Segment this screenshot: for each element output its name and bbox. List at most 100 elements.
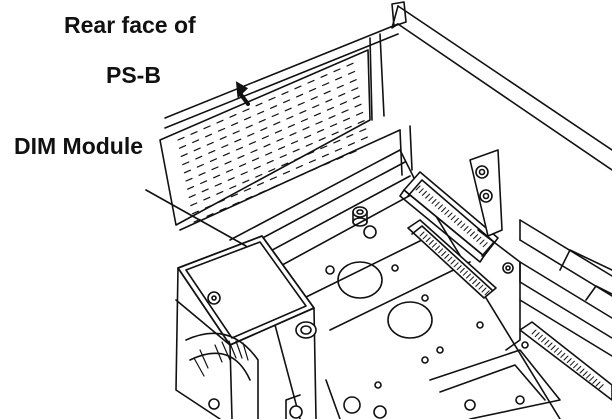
vent-slot	[326, 106, 334, 111]
vent-panel	[159, 49, 371, 226]
vent-slot	[180, 153, 188, 157]
vent-slot	[183, 169, 191, 174]
vent-slot	[274, 129, 282, 134]
vent-slot	[296, 93, 304, 98]
vent-slot	[239, 163, 247, 167]
connector-pin	[585, 373, 591, 379]
vent-slot	[360, 136, 368, 141]
mounting-bracket	[469, 149, 521, 351]
vent-slot	[237, 155, 245, 159]
connector-pin	[553, 347, 559, 353]
vent-slot	[240, 171, 248, 176]
vent-slot	[292, 148, 300, 153]
vent-slot	[320, 145, 328, 150]
card-slots	[502, 219, 612, 357]
vent-slot	[349, 150, 357, 155]
connector-pin	[476, 236, 482, 242]
vent-slot	[318, 137, 326, 141]
vent-slot	[351, 87, 359, 92]
vent-slot	[297, 173, 305, 177]
vent-slot	[287, 124, 295, 128]
vent-slot	[263, 143, 271, 148]
connector-pin	[419, 231, 425, 237]
vent-slot	[325, 98, 333, 103]
vent-slot	[229, 185, 237, 190]
vent-slot	[281, 91, 289, 95]
vent-slot	[349, 79, 357, 83]
connector-pin	[547, 342, 553, 348]
vent-slot	[231, 122, 239, 126]
connector-pin	[418, 188, 424, 194]
vent-slot	[227, 177, 235, 181]
connector-pin	[534, 332, 540, 338]
vent-slot	[335, 76, 343, 81]
vent-slot	[232, 201, 240, 206]
vent-slot	[300, 118, 308, 123]
connector-pin	[444, 209, 450, 215]
vent-slot	[269, 176, 277, 181]
vent-slot	[336, 156, 344, 160]
vent-slot	[217, 199, 225, 203]
vent-slot	[195, 155, 203, 160]
vent-slot	[333, 139, 341, 144]
vent-slot	[218, 127, 226, 132]
vent-slot	[235, 146, 243, 151]
connector-pin	[544, 339, 550, 345]
vent-slot	[198, 172, 206, 176]
floor-hole	[363, 225, 377, 239]
vent-slot	[341, 109, 349, 114]
vent-slot	[328, 115, 336, 119]
leader-line	[145, 189, 247, 247]
vent-slot	[213, 174, 221, 179]
vent-slot	[204, 204, 212, 209]
vent-slot	[270, 105, 278, 109]
floor-cutout	[387, 301, 433, 339]
connector-pin	[438, 248, 444, 254]
vent-slot	[295, 165, 303, 169]
vent-slot	[229, 114, 237, 118]
vent-slot	[258, 119, 266, 123]
vent-slot	[177, 136, 185, 141]
vent-slot	[339, 101, 347, 105]
connector-pin	[462, 270, 468, 276]
vent-slot	[255, 173, 263, 178]
vent-slot	[346, 134, 354, 138]
vent-slot	[185, 177, 193, 182]
vent-slot	[203, 125, 211, 130]
connector-pin	[456, 265, 462, 271]
vent-slot	[224, 160, 232, 165]
vent-slot	[179, 145, 187, 149]
vent-slot	[307, 151, 315, 155]
vent-slot	[193, 147, 201, 152]
vent-slot	[279, 154, 287, 159]
vent-slot	[302, 126, 310, 131]
connector-pin	[466, 228, 472, 234]
connector-pin	[478, 284, 484, 290]
connector-pin	[437, 204, 443, 210]
vent-slot	[294, 156, 302, 161]
connector-pin	[479, 239, 485, 245]
connector-pin	[447, 212, 453, 218]
vent-slot	[190, 131, 198, 135]
vent-slot	[354, 103, 362, 108]
vent-slot	[305, 142, 313, 147]
vent-slot	[315, 120, 323, 125]
vent-slot	[348, 70, 356, 75]
connector-pin	[459, 267, 465, 273]
connector-pin	[447, 256, 453, 262]
vent-slot	[248, 141, 256, 145]
vent-slot	[356, 111, 364, 116]
connector-pin	[466, 273, 471, 279]
vent-slot	[357, 120, 365, 124]
dim-module-rail	[229, 149, 421, 277]
connector-pin	[422, 234, 428, 240]
connector-pin	[444, 253, 450, 259]
vent-slot	[321, 153, 329, 158]
connector-pin	[460, 223, 466, 229]
vent-slot	[247, 132, 255, 137]
dim-module-box	[175, 235, 317, 419]
connector-pin	[582, 371, 588, 377]
vent-slot	[289, 132, 297, 136]
fan-blades	[193, 340, 249, 377]
vent-slot	[268, 168, 276, 172]
